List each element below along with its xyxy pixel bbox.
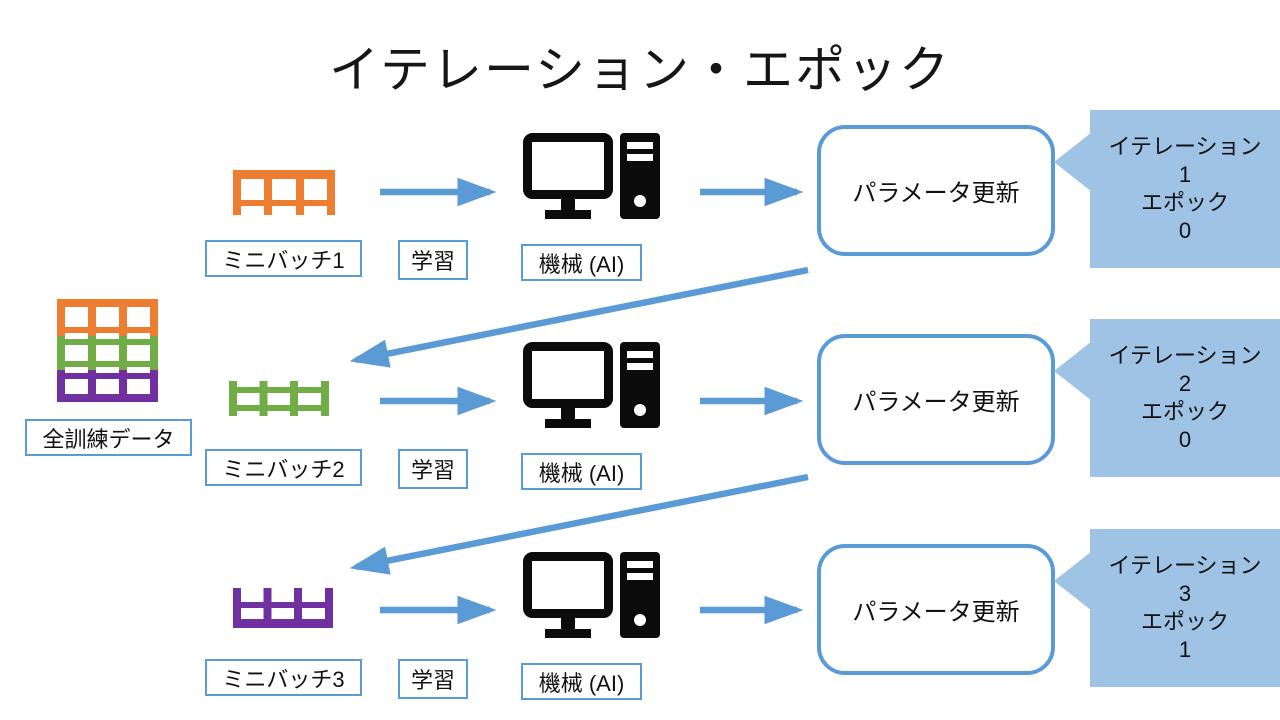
callout1-epoch-label: エポック (1140, 190, 1229, 215)
callout-tail-icon (1054, 132, 1092, 192)
minibatch1-top-slice-icon (233, 170, 335, 215)
minibatch2-label: ミニバッチ2 (205, 449, 362, 486)
minibatch2-middle-slice-icon (229, 381, 329, 416)
minibatch1-label: ミニバッチ1 (205, 240, 362, 277)
minibatch3-label: ミニバッチ3 (205, 659, 362, 696)
minibatch3-label-text: ミニバッチ3 (222, 666, 345, 692)
machine-ai-label-1: 機械 (AI) (521, 244, 642, 281)
callout-tail-icon (1054, 341, 1092, 401)
callout3-epoch-label: エポック (1140, 609, 1229, 634)
parameter-update-box-2: パラメータ更新 (817, 334, 1055, 465)
learn-label-1-text: 学習 (410, 249, 455, 274)
machine-ai-label-2-text: 機械 (AI) (538, 460, 625, 486)
iteration-row-2: ミニバッチ2 学習 機械 (AI) パラメータ更新 イテレーション 2 エポ (0, 319, 1280, 494)
parameter-update-text-2: パラメータ更新 (852, 389, 1020, 416)
learn-label-3: 学習 (398, 659, 468, 699)
parameter-update-text-1: パラメータ更新 (852, 180, 1020, 207)
learn-label-3-text: 学習 (410, 668, 455, 693)
callout1-iteration-value: 1 (1178, 162, 1192, 187)
full-training-data-label-text: 全訓練データ (42, 426, 175, 452)
learn-label-2-text: 学習 (410, 458, 455, 483)
iteration-row-3: ミニバッチ3 学習 機械 (AI) パラメータ更新 イテレーション 3 エポ (0, 529, 1280, 704)
callout2-iteration-label: イテレーション (1108, 343, 1262, 368)
learn-label-2: 学習 (398, 449, 468, 489)
iteration-row-1: ミニバッチ1 学習 機械 (AI) パラメータ更新 イテレーション 1 エポ (0, 110, 1280, 285)
callout1-epoch-value: 0 (1178, 218, 1192, 243)
callout3-epoch-value: 1 (1178, 637, 1192, 662)
learn-label-1: 学習 (398, 240, 468, 280)
callout3-iteration-label: イテレーション (1108, 553, 1262, 578)
parameter-update-box-3: パラメータ更新 (817, 544, 1055, 675)
callout2-epoch-label: エポック (1140, 399, 1229, 424)
callout3-iteration-value: 3 (1178, 581, 1192, 606)
machine-ai-label-2: 機械 (AI) (521, 453, 642, 490)
callout2-epoch-value: 0 (1178, 427, 1192, 452)
parameter-update-box-1: パラメータ更新 (817, 125, 1055, 256)
callout2-iteration-value: 2 (1178, 371, 1192, 396)
full-training-data-label: 全訓練データ (25, 419, 192, 456)
minibatch1-label-text: ミニバッチ1 (222, 247, 345, 273)
machine-ai-label-3: 機械 (AI) (521, 663, 642, 700)
machine-ai-label-1-text: 機械 (AI) (538, 251, 625, 277)
callout-tail-icon (1054, 551, 1092, 611)
minibatch2-label-text: ミニバッチ2 (222, 456, 345, 482)
full-training-data-icon (57, 299, 158, 402)
page-title: イテレーション・エポック (329, 42, 951, 98)
full-data-purple-section (57, 370, 158, 402)
machine-ai-label-3-text: 機械 (AI) (538, 670, 625, 696)
iteration-callout-3: イテレーション 3 エポック 1 (1054, 529, 1280, 687)
iteration-callout-1: イテレーション 1 エポック 0 (1054, 110, 1280, 268)
computer-icon (523, 552, 660, 638)
callout1-iteration-label: イテレーション (1108, 134, 1262, 159)
parameter-update-text-3: パラメータ更新 (852, 599, 1020, 626)
iteration-callout-2: イテレーション 2 エポック 0 (1054, 319, 1280, 477)
minibatch3-bottom-slice-icon (233, 588, 333, 628)
full-data-orange-section (57, 299, 158, 336)
full-data-green-section (57, 336, 158, 370)
computer-icon (523, 133, 660, 219)
computer-icon (523, 342, 660, 428)
